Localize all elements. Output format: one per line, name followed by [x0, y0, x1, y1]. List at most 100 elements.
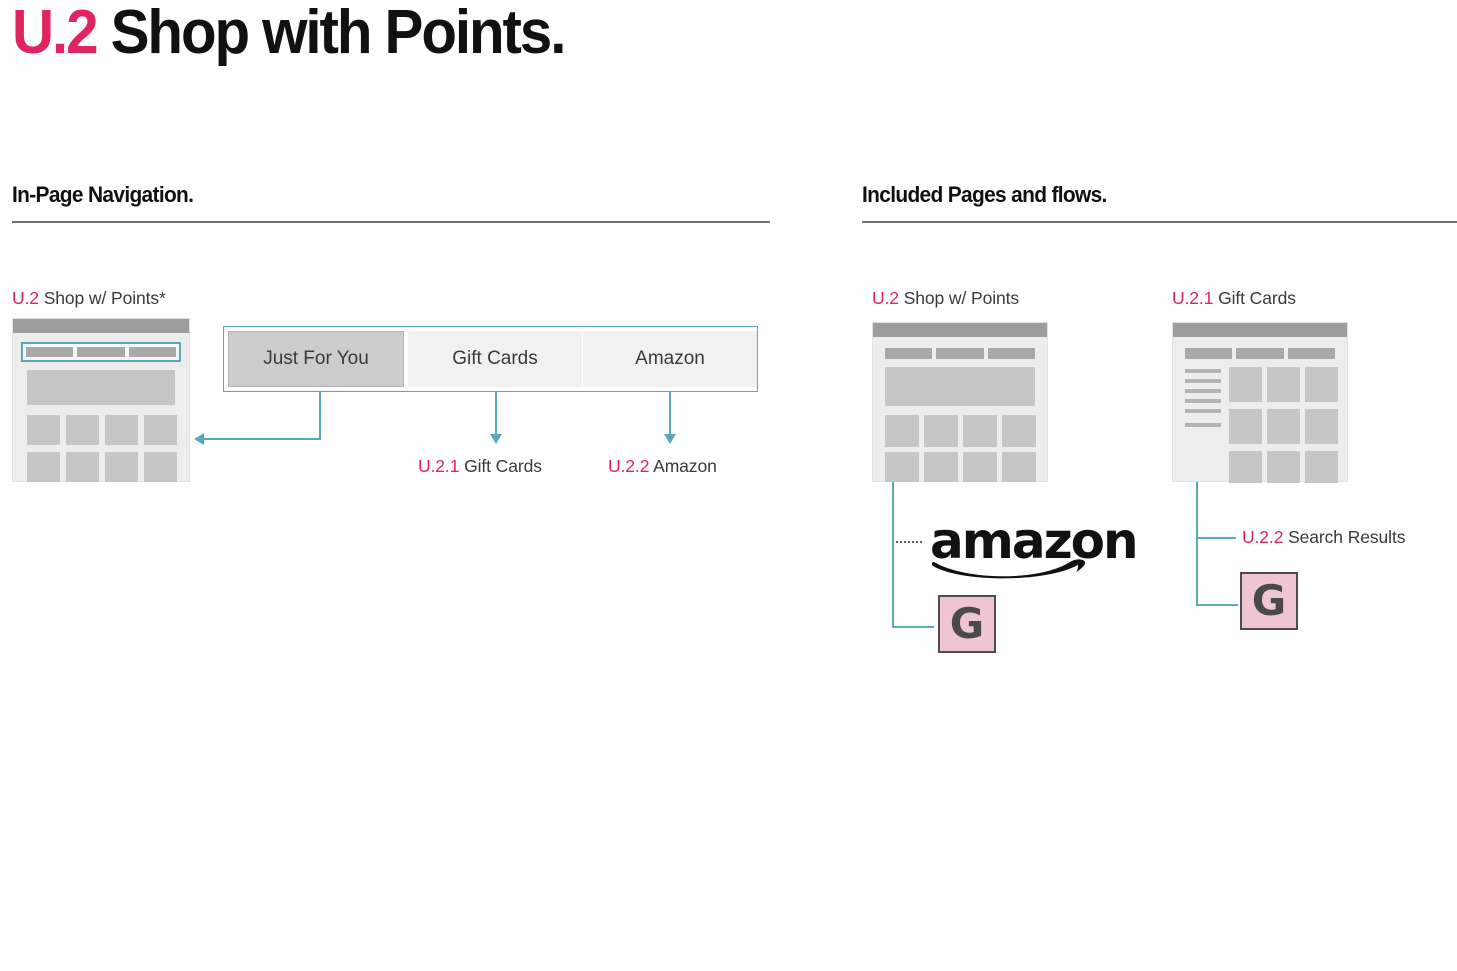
g-tile[interactable]: G	[938, 595, 996, 653]
wireframe-tile	[1267, 409, 1300, 444]
wireframe-nav-segment	[26, 347, 74, 357]
caption-label: Search Results	[1288, 527, 1406, 547]
section-heading: Included Pages and flows.	[862, 182, 1107, 207]
wireframe-tile	[1305, 409, 1338, 444]
wireframe-page-u21-gift-cards[interactable]	[1172, 322, 1348, 483]
page-title-number: U.2	[12, 0, 99, 67]
wireframe-tile	[963, 452, 997, 482]
wireframe-tile	[27, 415, 60, 445]
caption-shop-with-points-source: U.2 Shop w/ Points*	[12, 288, 166, 309]
in-page-tabbar[interactable]: Just For You Gift Cards Amazon	[223, 326, 758, 392]
tab-just-for-you[interactable]: Just For You	[228, 331, 404, 387]
wireframe-nav-segment	[1236, 348, 1284, 359]
caption-u22-search-results: U.2.2 Search Results	[1242, 527, 1405, 548]
wireframe-tile	[27, 452, 60, 482]
arrow-down-icon	[664, 434, 676, 444]
page-title-text: Shop with Points.	[110, 0, 567, 67]
caption-number: U.2	[12, 288, 39, 308]
tab-amazon[interactable]: Amazon	[583, 331, 757, 387]
wireframe-tile	[885, 452, 919, 482]
g-tile-label: G	[1251, 576, 1287, 625]
page-title: U.2 Shop with Points.	[12, 0, 567, 67]
caption-page-u2-shop-with-points: U.2 Shop w/ Points	[872, 288, 1019, 309]
wireframe-nav-segment	[987, 348, 1035, 359]
wireframe-nav-row	[885, 348, 1035, 359]
wireframe-tile	[1267, 367, 1300, 402]
wireframe-tile	[1002, 415, 1036, 447]
wireframe-tile	[1305, 451, 1338, 483]
wireframe-tile	[1002, 452, 1036, 482]
wireframe-tile	[66, 415, 99, 445]
wireframe-tile	[66, 452, 99, 482]
wireframe-shop-with-points-source[interactable]	[12, 318, 190, 482]
arrow-left-icon	[194, 433, 204, 445]
section-divider	[862, 221, 1457, 223]
section-included-pages: Included Pages and flows.	[862, 182, 1457, 223]
wireframe-tile	[1229, 367, 1262, 402]
section-divider	[12, 221, 770, 223]
wireframe-tile	[924, 415, 958, 447]
wireframe-tile	[1305, 367, 1338, 402]
caption-label: Gift Cards	[1218, 288, 1296, 308]
caption-label: Gift Cards	[464, 456, 542, 476]
caption-page-u21-gift-cards: U.2.1 Gift Cards	[1172, 288, 1296, 309]
wireframe-sidebar-line	[1185, 369, 1221, 373]
connector-u21-search-results-branch	[1196, 537, 1236, 539]
g-tile[interactable]: G	[1240, 572, 1298, 630]
caption-number: U.2	[872, 288, 899, 308]
wireframe-header-bar	[13, 319, 189, 333]
caption-number: U.2.1	[418, 456, 460, 476]
section-in-page-navigation: In-Page Navigation.	[12, 182, 770, 223]
amazon-wordmark: amazon	[930, 512, 1139, 570]
wireframe-sidebar-line	[1185, 389, 1221, 393]
caption-number: U.2.1	[1172, 288, 1214, 308]
wireframe-sidebar-line	[1185, 409, 1221, 413]
wireframe-tile	[924, 452, 958, 482]
wireframe-sidebar-line	[1185, 399, 1221, 403]
wireframe-tile	[885, 415, 919, 447]
wireframe-tile	[1229, 451, 1262, 483]
wireframe-nav-segment	[1287, 348, 1335, 359]
caption-number: U.2.2	[608, 456, 650, 476]
wireframe-hero-block	[27, 370, 175, 405]
amazon-logo: amazon	[930, 512, 1139, 579]
caption-label: Amazon	[653, 456, 717, 476]
caption-label: Shop w/ Points*	[43, 288, 166, 308]
wireframe-page-u2-shop-with-points[interactable]	[872, 322, 1048, 482]
wireframe-tile	[144, 415, 177, 445]
wireframe-header-bar	[1173, 323, 1347, 337]
connector-just-for-you-horizontal	[203, 438, 321, 440]
connector-u2-flow-trunk	[892, 482, 894, 628]
wireframe-nav-row	[1185, 348, 1335, 359]
wireframe-tile	[144, 452, 177, 482]
caption-u22-amazon: U.2.2 Amazon	[608, 456, 717, 477]
tab-gift-cards[interactable]: Gift Cards	[408, 331, 583, 387]
wireframe-hero-block	[885, 367, 1035, 406]
caption-u21-gift-cards: U.2.1 Gift Cards	[418, 456, 542, 477]
wireframe-nav-segment	[77, 347, 125, 357]
connector-gift-cards-vertical	[495, 392, 497, 436]
caption-label: Shop w/ Points	[903, 288, 1020, 308]
g-tile-label: G	[949, 599, 985, 648]
wireframe-tile	[963, 415, 997, 447]
connector-u21-flow-trunk	[1196, 482, 1198, 606]
wireframe-tile	[105, 452, 138, 482]
connector-u2-g-branch	[892, 626, 934, 628]
arrow-down-icon	[490, 434, 502, 444]
connector-u2-amazon-dotted	[896, 541, 922, 543]
connector-amazon-vertical	[669, 392, 671, 436]
amazon-smile-icon	[931, 559, 1086, 579]
section-heading: In-Page Navigation.	[12, 182, 194, 207]
wireframe-nav-segment	[1185, 348, 1233, 359]
wireframe-tile	[1267, 451, 1300, 483]
wireframe-nav-segment	[936, 348, 984, 359]
wireframe-tile	[1229, 409, 1262, 444]
wireframe-tile	[105, 415, 138, 445]
wireframe-sidebar-line	[1185, 379, 1221, 383]
connector-just-for-you-vertical	[319, 392, 321, 440]
wireframe-nav-segment	[885, 348, 933, 359]
wireframe-sidebar-line	[1185, 423, 1221, 427]
wireframe-nav-segment	[128, 347, 176, 357]
wireframe-header-bar	[873, 323, 1047, 337]
caption-number: U.2.2	[1242, 527, 1284, 547]
